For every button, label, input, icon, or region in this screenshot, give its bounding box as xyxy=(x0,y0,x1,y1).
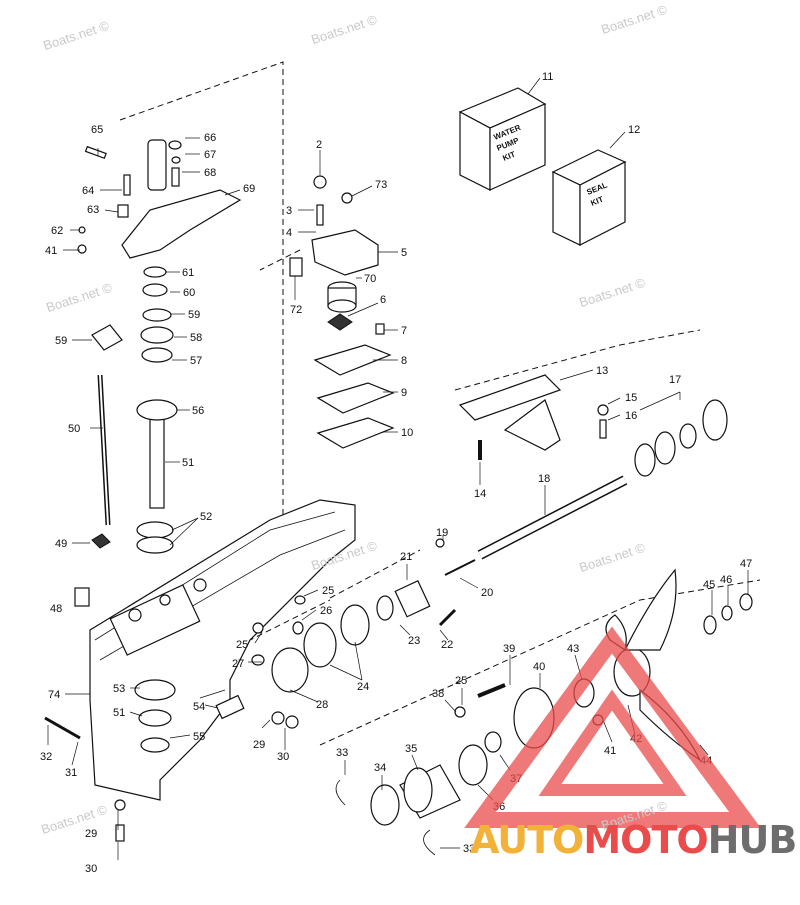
shift-linkage xyxy=(77,139,242,259)
callout: 33 xyxy=(336,747,348,759)
callout: 51 xyxy=(182,457,194,469)
callout: 47 xyxy=(740,558,752,570)
callout: 30 xyxy=(277,751,289,763)
callout: 43 xyxy=(567,643,579,655)
callout: 8 xyxy=(401,355,407,367)
automotohub-logo: AUTOMOTOHUB xyxy=(470,818,798,862)
callout: 33 xyxy=(463,843,475,855)
callout: 48 xyxy=(50,603,62,615)
callout: 31 xyxy=(65,767,77,779)
callout: 65 xyxy=(91,124,103,136)
callout: 60 xyxy=(183,287,195,299)
callout: 61 xyxy=(182,267,194,279)
callout: 12 xyxy=(628,124,640,136)
gearcase-housing xyxy=(89,499,356,801)
callout: 4 xyxy=(286,227,292,239)
water-pump-stack xyxy=(289,175,395,449)
callout: 67 xyxy=(204,149,216,161)
water-pump-kit-box: WATER PUMP KIT xyxy=(458,87,547,191)
seal-kit-box: SEAL KIT xyxy=(551,149,627,246)
callout: 19 xyxy=(436,527,448,539)
callout: 58 xyxy=(190,332,202,344)
logo-part-moto: MOTO xyxy=(583,818,708,862)
callout: 74 xyxy=(48,689,60,701)
callout: 59 xyxy=(188,309,200,321)
callout: 35 xyxy=(405,743,417,755)
callout: 73 xyxy=(375,179,387,191)
callout: 54 xyxy=(193,701,205,713)
callout: 63 xyxy=(87,204,99,216)
callout: 25 xyxy=(236,639,248,651)
callout: 26 xyxy=(320,605,332,617)
callout: 6 xyxy=(380,294,386,306)
propeller-shaft-group xyxy=(44,374,728,842)
callout: 15 xyxy=(625,392,637,404)
callout: 64 xyxy=(82,185,94,197)
callout: 41 xyxy=(604,745,616,757)
callout: 29 xyxy=(253,739,265,751)
callout: 24 xyxy=(357,681,369,693)
callout: 55 xyxy=(193,731,205,743)
driveshaft-assembly xyxy=(74,266,178,607)
callout: 25 xyxy=(322,585,334,597)
callout: 57 xyxy=(190,355,202,367)
callout: 66 xyxy=(204,132,216,144)
callout: 50 xyxy=(68,423,80,435)
callout: 49 xyxy=(55,538,67,550)
callout: 28 xyxy=(316,699,328,711)
callout: 10 xyxy=(401,427,413,439)
callout: 14 xyxy=(474,488,486,500)
leader-lines xyxy=(47,77,749,860)
callout: 23 xyxy=(408,635,420,647)
callout: 20 xyxy=(481,587,493,599)
callout: 32 xyxy=(40,751,52,763)
callout: 41 xyxy=(45,245,57,257)
logo-triangle xyxy=(464,626,761,828)
callout: 46 xyxy=(720,574,732,586)
callout: 39 xyxy=(503,643,515,655)
callout: 70 xyxy=(364,273,376,285)
callout: 17 xyxy=(669,374,681,386)
logo-part-hub: HUB xyxy=(707,818,798,862)
callout: 9 xyxy=(401,387,407,399)
callout: 69 xyxy=(243,183,255,195)
callout: 13 xyxy=(596,365,608,377)
callout: 25 xyxy=(455,675,467,687)
callout: 40 xyxy=(533,661,545,673)
callout: 34 xyxy=(374,762,386,774)
callout: 62 xyxy=(51,225,63,237)
callout: 3 xyxy=(286,205,292,217)
callout: 5 xyxy=(401,247,407,259)
callout: 51 xyxy=(113,707,125,719)
logo-part-auto: AUTO xyxy=(470,818,584,862)
callout: 22 xyxy=(441,639,453,651)
callout: 11 xyxy=(542,71,553,83)
callout: 52 xyxy=(200,511,212,523)
callout: 72 xyxy=(290,304,302,316)
callout: 38 xyxy=(432,688,444,700)
callout: 30 xyxy=(85,863,97,875)
callout: 68 xyxy=(204,167,216,179)
callout: 53 xyxy=(113,683,125,695)
callout: 7 xyxy=(401,325,407,337)
callout: 56 xyxy=(192,405,204,417)
callout: 29 xyxy=(85,828,97,840)
callout: 27 xyxy=(232,658,244,670)
callout: 21 xyxy=(400,551,412,563)
callout: 59 xyxy=(55,335,67,347)
callout: 2 xyxy=(316,139,322,151)
callout: 16 xyxy=(625,410,637,422)
callout: 45 xyxy=(703,579,715,591)
callout: 18 xyxy=(538,473,550,485)
